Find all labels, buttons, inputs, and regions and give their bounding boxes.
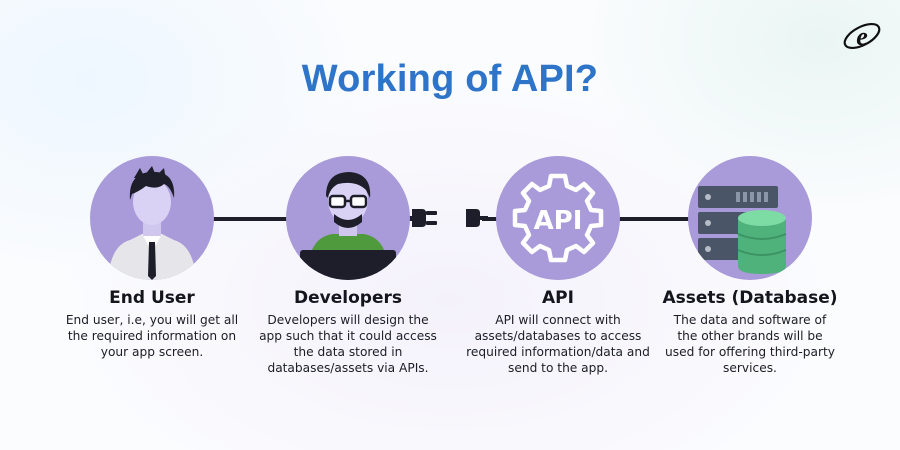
api-node: API bbox=[496, 156, 620, 280]
brand-logo: e bbox=[843, 22, 881, 51]
connector-line-socket-api bbox=[482, 217, 502, 221]
step-description: Developers will design the app such that… bbox=[259, 313, 437, 375]
step-description: API will connect with assets/databases t… bbox=[466, 313, 650, 375]
socket-connector-icon bbox=[466, 209, 488, 227]
step-heading: Assets (Database) bbox=[662, 288, 838, 308]
step-heading: API bbox=[542, 288, 574, 308]
step-api: API API will connect with assets/databas… bbox=[458, 288, 658, 376]
end-user-node bbox=[90, 156, 214, 280]
developer-avatar-icon bbox=[300, 172, 396, 280]
step-end-user: End User End user, i.e, you will get all… bbox=[52, 288, 252, 360]
connector-line-user-developer bbox=[210, 217, 292, 221]
end-user-avatar-icon bbox=[108, 166, 196, 280]
database-server-icon bbox=[698, 186, 787, 274]
api-gear-icon: API bbox=[512, 173, 604, 263]
svg-text:e: e bbox=[856, 22, 868, 51]
connector-line-api-database bbox=[612, 217, 692, 221]
page-title: Working of API? bbox=[301, 58, 599, 100]
svg-text:API: API bbox=[534, 206, 583, 236]
database-node bbox=[688, 156, 812, 280]
step-developers: Developers Developers will design the ap… bbox=[248, 288, 448, 376]
developer-node bbox=[286, 156, 410, 280]
step-heading: End User bbox=[109, 288, 195, 308]
step-description: End user, i.e, you will get all the requ… bbox=[65, 313, 239, 359]
step-description: The data and software of the other brand… bbox=[665, 313, 835, 375]
step-heading: Developers bbox=[294, 288, 402, 308]
step-assets: Assets (Database) The data and software … bbox=[650, 288, 850, 376]
